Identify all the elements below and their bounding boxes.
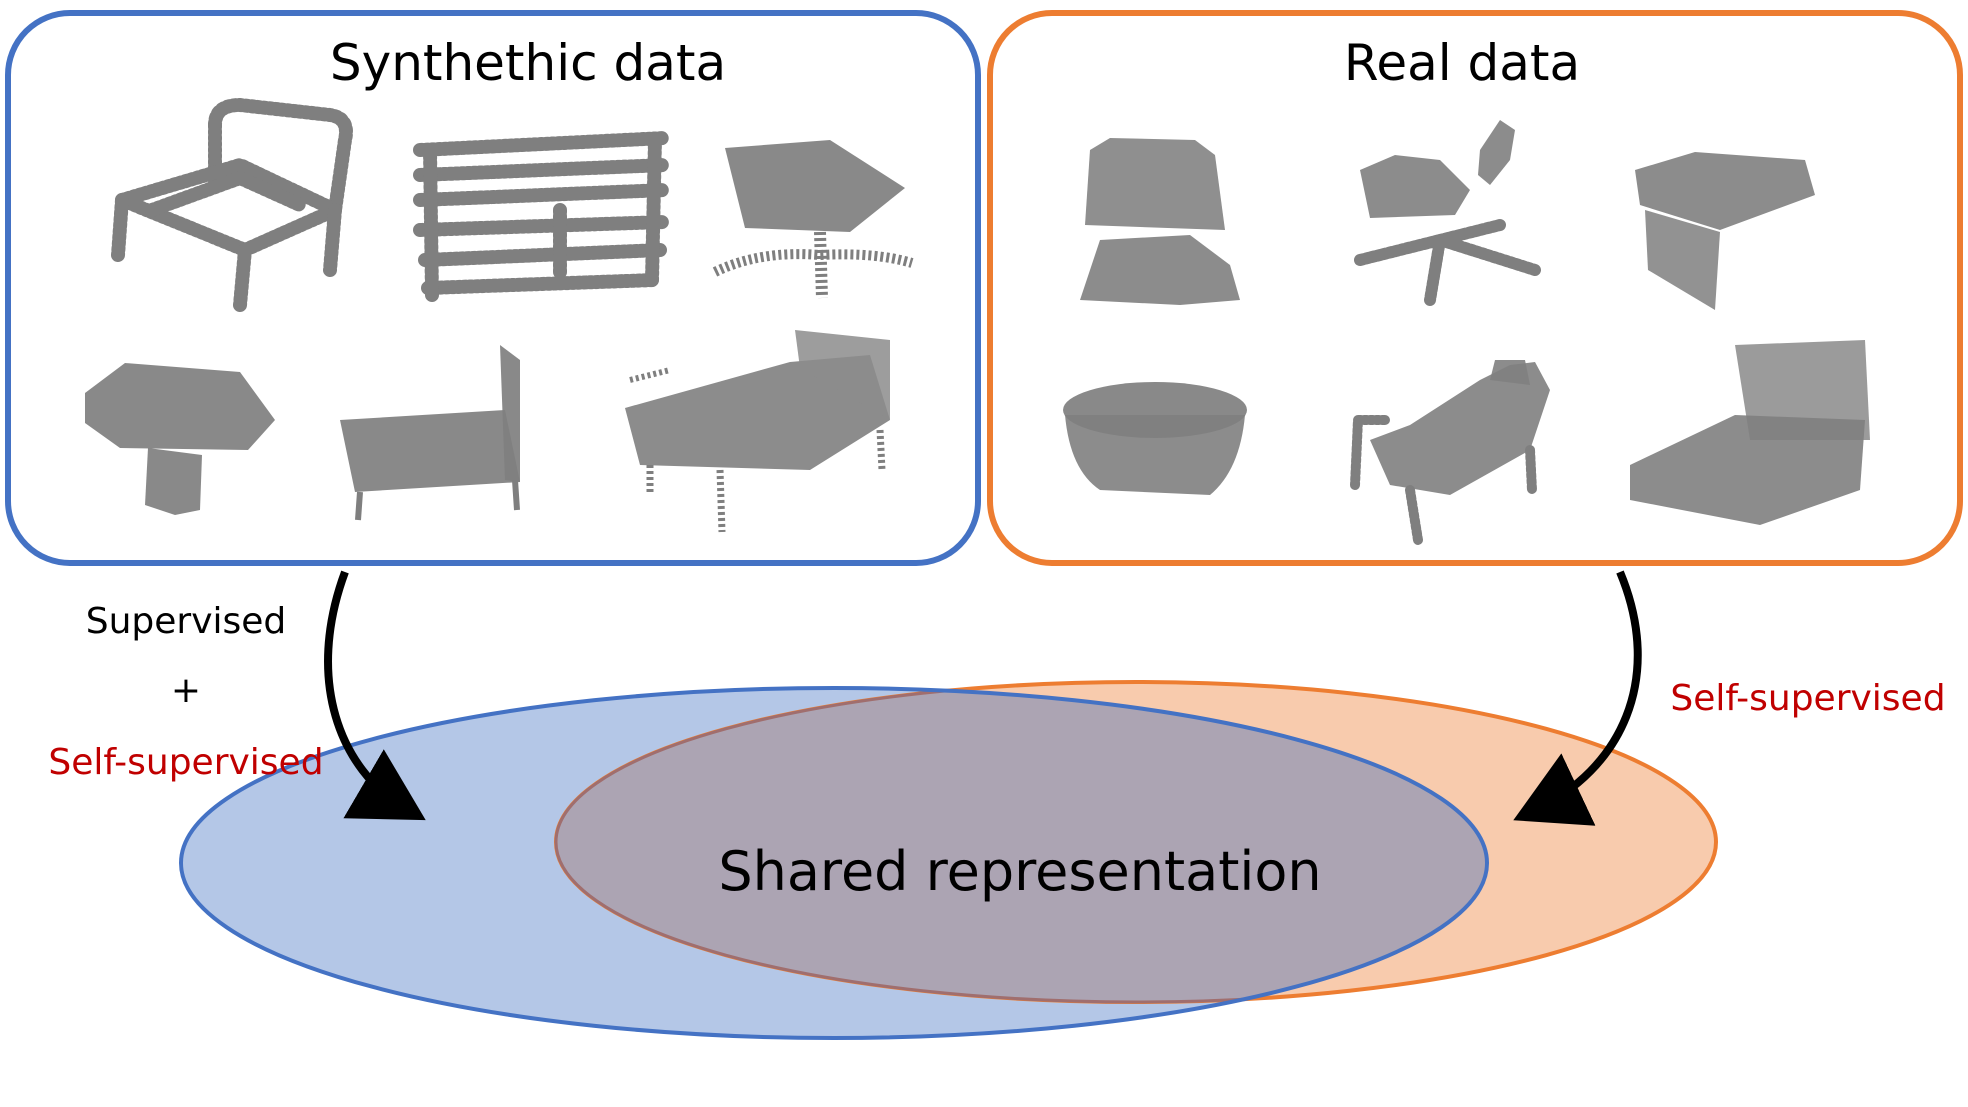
bench-icon bbox=[340, 345, 520, 521]
sofa-icon bbox=[1630, 340, 1870, 525]
desk-icon bbox=[1635, 152, 1815, 310]
lamp-icon bbox=[1080, 138, 1240, 305]
chair-icon bbox=[111, 98, 353, 312]
synthetic-panel-border bbox=[5, 10, 981, 566]
plus-label: + bbox=[171, 670, 201, 711]
ottoman-icon bbox=[1063, 382, 1247, 495]
real-to-shared-arrow bbox=[1513, 570, 1642, 826]
real-panel-border bbox=[987, 10, 1963, 566]
real-panel-title: Real data bbox=[1344, 34, 1580, 92]
synthetic-arrow bbox=[324, 570, 426, 821]
shared-representation-label: Shared representation bbox=[718, 840, 1321, 903]
left-self-supervised-label: Self-supervised bbox=[48, 742, 323, 783]
synthetic-domain-outline bbox=[179, 686, 1489, 1040]
armchair-icon bbox=[1350, 360, 1550, 545]
real-data-panel: Real data bbox=[987, 10, 1963, 566]
synthetic-to-shared-arrow bbox=[324, 570, 426, 821]
supervised-label: Supervised bbox=[86, 601, 287, 642]
shared-representation-venn: Shared representation bbox=[179, 680, 1718, 1040]
right-self-supervised-label: Self-supervised bbox=[1670, 678, 1945, 719]
synthetic-data-panel: Synthethic data bbox=[5, 10, 981, 566]
bookshelf-icon bbox=[413, 131, 672, 302]
bed-icon bbox=[625, 330, 890, 533]
office-chair-icon bbox=[1354, 120, 1541, 306]
stool-icon bbox=[85, 363, 275, 515]
real-arrow bbox=[1513, 570, 1642, 826]
table-icon bbox=[712, 140, 914, 299]
synthetic-panel-title: Synthethic data bbox=[330, 34, 726, 92]
